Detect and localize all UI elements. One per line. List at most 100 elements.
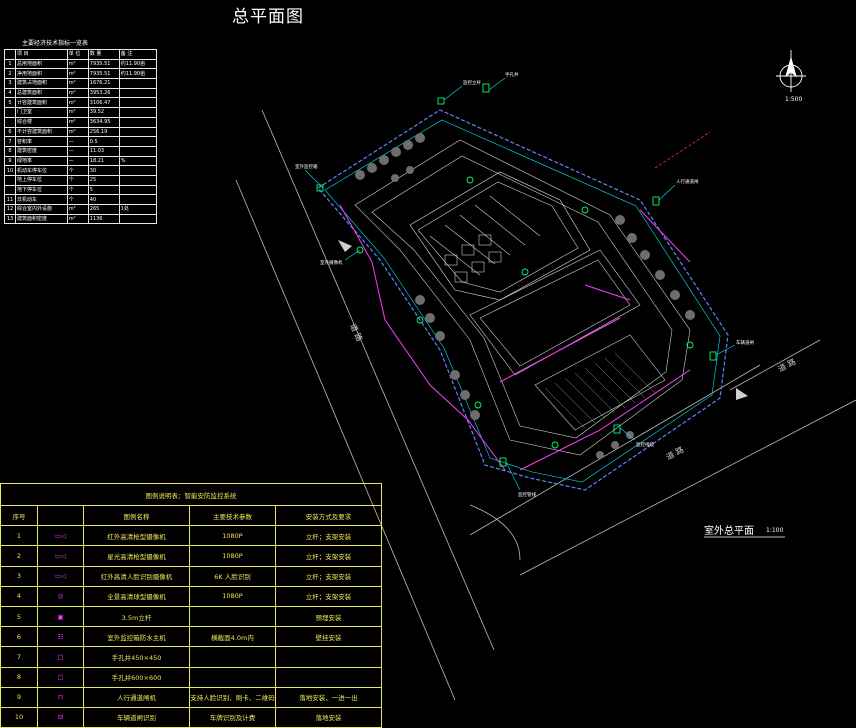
stats-cell: 门卫室 xyxy=(15,107,68,118)
note-8: 室外摄像机 xyxy=(320,259,343,266)
legend-row: 9⊓人行通道闸机支持人脸识别、刷卡、二维码落地安装，一进一出 xyxy=(0,686,383,708)
legend-cell-name: 红外高清人脸识别摄像机 xyxy=(83,565,190,587)
stats-cell xyxy=(118,213,158,225)
legend-col-symbol xyxy=(37,504,84,527)
note-4: 人行通道闸 xyxy=(676,178,699,185)
note-2: 监控立杆 xyxy=(463,79,481,86)
legend-symbol-icon: ◎ xyxy=(37,585,84,607)
stats-cell: 2 xyxy=(4,68,16,80)
legend-cell-no: 1 xyxy=(0,525,38,547)
legend-cell-name: 全景高清球型摄像机 xyxy=(83,585,190,607)
stats-cell xyxy=(4,107,16,118)
legend-cell-no: 3 xyxy=(0,565,38,587)
landscape-trees xyxy=(355,133,695,459)
legend-cell-name: 室外监控箱防水主机 xyxy=(83,626,190,648)
legend-symbol-icon: ▭◁ xyxy=(37,525,84,547)
legend-row: 8□手孔井600×600 xyxy=(0,666,383,688)
stats-cell: 11.03 xyxy=(87,145,120,157)
stats-cell: m² xyxy=(66,68,89,80)
legend-symbol-icon: ⊓ xyxy=(37,686,84,708)
legend-cell-name: 红外高清枪型摄像机 xyxy=(83,525,190,547)
stats-cell: 建筑占地面积 xyxy=(15,78,68,89)
legend-symbol-icon: ☷ xyxy=(37,626,84,648)
legend-cell-param: 横截面4.0m内 xyxy=(189,626,276,648)
stats-cell: % xyxy=(118,155,158,167)
legend-row: 10⊟车辆道闸识别车牌识别及计费落地安装 xyxy=(0,706,383,728)
legend-cell-mount: 立杆；支架安装 xyxy=(274,525,383,547)
stats-cell xyxy=(118,174,158,186)
legend-cell-no: 2 xyxy=(0,545,38,567)
stats-cell: 3 xyxy=(4,78,16,89)
north-arrow-icon xyxy=(776,50,806,92)
legend-col-name: 图例名称 xyxy=(83,504,190,527)
stats-cell xyxy=(118,136,158,147)
legend-cell-param: 1080P xyxy=(189,585,276,607)
road-west-label: 道 路 xyxy=(348,322,365,343)
stats-cell: 3106.47 xyxy=(87,97,120,109)
legend-grid: 图例说明表：智能安防监控系统 序号 图例名称 主要技术参数 安装方式及要求 1▭… xyxy=(0,483,383,728)
stats-cell: 5 xyxy=(4,97,16,109)
stats-cell: — xyxy=(66,145,89,157)
north-scale-label: 1:500 xyxy=(785,96,803,103)
stats-cell xyxy=(118,184,158,196)
cable-runs xyxy=(339,204,691,471)
legend-cell-param xyxy=(189,646,276,668)
note-1: 室外监控箱 xyxy=(295,163,318,170)
stats-cell xyxy=(118,145,158,157)
legend-cell-param xyxy=(189,605,276,628)
road-south-label: 道 路 xyxy=(664,444,685,462)
legend-cell-no: 4 xyxy=(0,585,38,607)
stats-cell xyxy=(118,97,158,109)
site-boundary xyxy=(317,109,729,491)
note-7: 监控管线 xyxy=(518,491,536,498)
stats-cell: — xyxy=(66,136,89,147)
stats-row: 项 目单 位数 量备 注 xyxy=(4,49,158,60)
stats-cell: 12 xyxy=(4,204,16,215)
legend-cell-no: 8 xyxy=(0,666,38,688)
legend-cell-no: 9 xyxy=(0,686,38,708)
annotation-leaders xyxy=(304,77,736,491)
entrance-arrows xyxy=(338,240,748,400)
stats-cell: 个 xyxy=(66,184,89,196)
stats-cell xyxy=(118,116,158,128)
stats-cell xyxy=(4,49,16,60)
stats-cell: 9 xyxy=(4,155,16,167)
stats-cell: 11 xyxy=(4,194,16,205)
legend-cell-param: 1080P xyxy=(189,545,276,567)
stats-cell: 计容建筑面积 xyxy=(15,97,68,109)
stats-cell: m² xyxy=(66,213,89,225)
stats-caption: 主要经济技术指标一览表 xyxy=(22,40,89,47)
stats-cell: 项 目 xyxy=(15,49,68,60)
stats-cell: 不计容建筑面积 xyxy=(15,126,68,138)
stats-cell: — xyxy=(66,155,89,167)
stats-cell: m² xyxy=(66,87,89,99)
legend-cell-no: 7 xyxy=(0,646,38,668)
stats-cell: 净用地面积 xyxy=(15,68,68,80)
stats-cell xyxy=(4,116,16,128)
stats-cell: 6 xyxy=(4,126,16,138)
stats-cell: 256.19 xyxy=(87,126,120,138)
stats-cell xyxy=(118,194,158,205)
stats-cell xyxy=(4,174,16,186)
stats-cell: 机动车停车位 xyxy=(15,165,68,176)
legend-cell-param: 车牌识别及计费 xyxy=(189,706,276,728)
stats-cell: 地下停车位 xyxy=(15,184,68,196)
legend-cell-name: 星光高清枪型摄像机 xyxy=(83,545,190,567)
legend-symbol-icon: □ xyxy=(37,666,84,688)
annotation-text: 室外监控箱 监控立杆 手孔井 人行通道闸 车辆道闸 监控线缆 监控管线 室外摄像… xyxy=(295,71,754,498)
red-reference-line xyxy=(654,131,711,169)
